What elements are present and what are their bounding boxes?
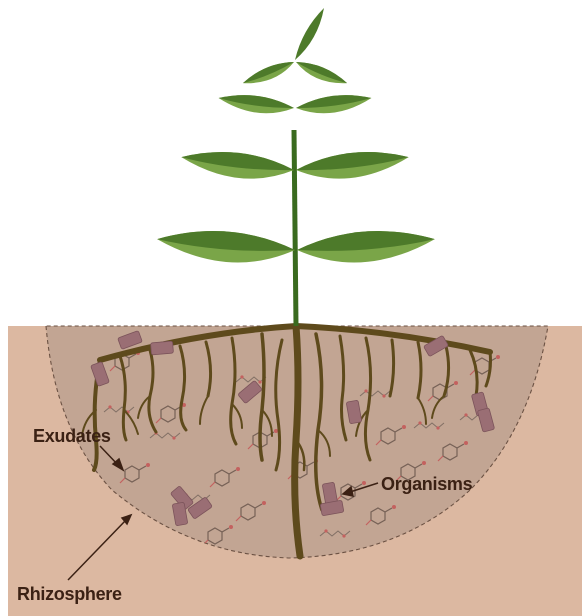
rhizosphere-label: Rhizosphere xyxy=(17,584,122,605)
exudates-label: Exudates xyxy=(33,426,111,447)
plant-stem xyxy=(294,130,296,326)
organisms-label: Organisms xyxy=(381,474,472,495)
